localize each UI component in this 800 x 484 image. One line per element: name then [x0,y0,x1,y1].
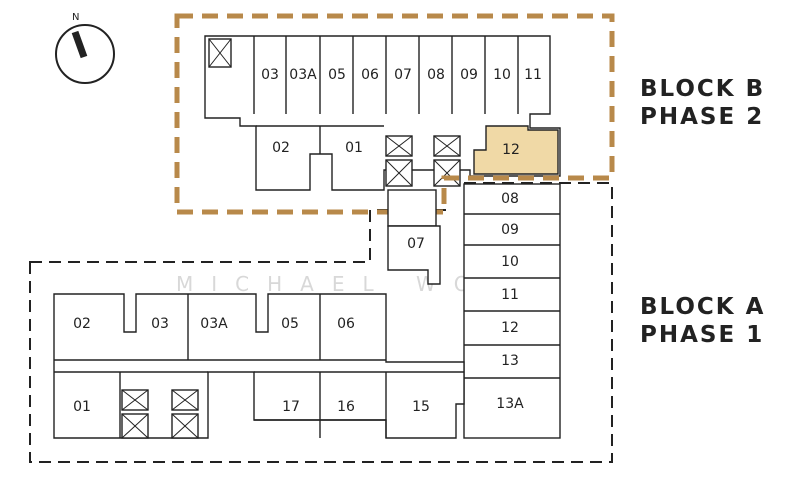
unit-b08-label: 08 [427,67,445,83]
unit-a08-label: 08 [501,191,519,207]
block-b-phase: PHASE 2 [640,104,764,130]
unit-b11-label: 11 [524,67,542,83]
unit-a15-label: 15 [412,399,430,415]
unit-b05-label: 05 [328,67,346,83]
unit-b12-highlight [473,125,559,175]
unit-a06-label: 06 [337,316,355,332]
unit-a10-label: 10 [501,254,519,270]
block-a-title: BLOCK A [640,294,765,320]
unit-b03-label: 03 [261,67,279,83]
block-b-outline [204,35,561,191]
unit-a11-label: 11 [501,287,519,303]
unit-a07-outline [387,225,441,285]
unit-b10-label: 10 [493,67,511,83]
block-b-title: BLOCK B [640,76,765,102]
block-a-outline [53,293,465,439]
block-a-lift-icon-1 [121,389,149,439]
unit-a17-label: 17 [282,399,300,415]
unit-a02-label: 02 [73,316,91,332]
north-compass-icon: N [55,12,115,84]
unit-b03a-label: 03A [289,67,317,83]
unit-a16-label: 16 [337,399,355,415]
block-b-stair-icon [208,38,232,68]
unit-a05-label: 05 [281,316,299,332]
compass-north-label: N [72,12,79,23]
unit-a01-label: 01 [73,399,91,415]
unit-a09-label: 09 [501,222,519,238]
unit-b07-label: 07 [394,67,412,83]
unit-a13a-label: 13A [496,396,524,412]
block-a-lift-icon-2 [171,389,199,439]
unit-b12-label: 12 [502,142,520,158]
block-b: 03 03A 05 06 07 08 09 10 11 02 01 12 [204,35,561,191]
unit-b02-label: 02 [272,140,290,156]
unit-a13-label: 13 [501,353,519,369]
block-b-lift-icon-2 [433,135,461,187]
phase2-boundary [174,13,615,215]
unit-a07-label: 07 [407,236,425,252]
unit-b09-label: 09 [460,67,478,83]
unit-a12-label: 12 [501,320,519,336]
block-b-lift-icon-1 [385,135,413,187]
walkway [387,189,437,227]
unit-b06-label: 06 [361,67,379,83]
unit-a03a-label: 03A [200,316,228,332]
unit-a03-label: 03 [151,316,169,332]
unit-b01-label: 01 [345,140,363,156]
block-a-phase: PHASE 1 [640,322,764,348]
block-a: 08 09 10 11 12 13 13A 07 02 03 03A 05 06… [53,183,561,439]
